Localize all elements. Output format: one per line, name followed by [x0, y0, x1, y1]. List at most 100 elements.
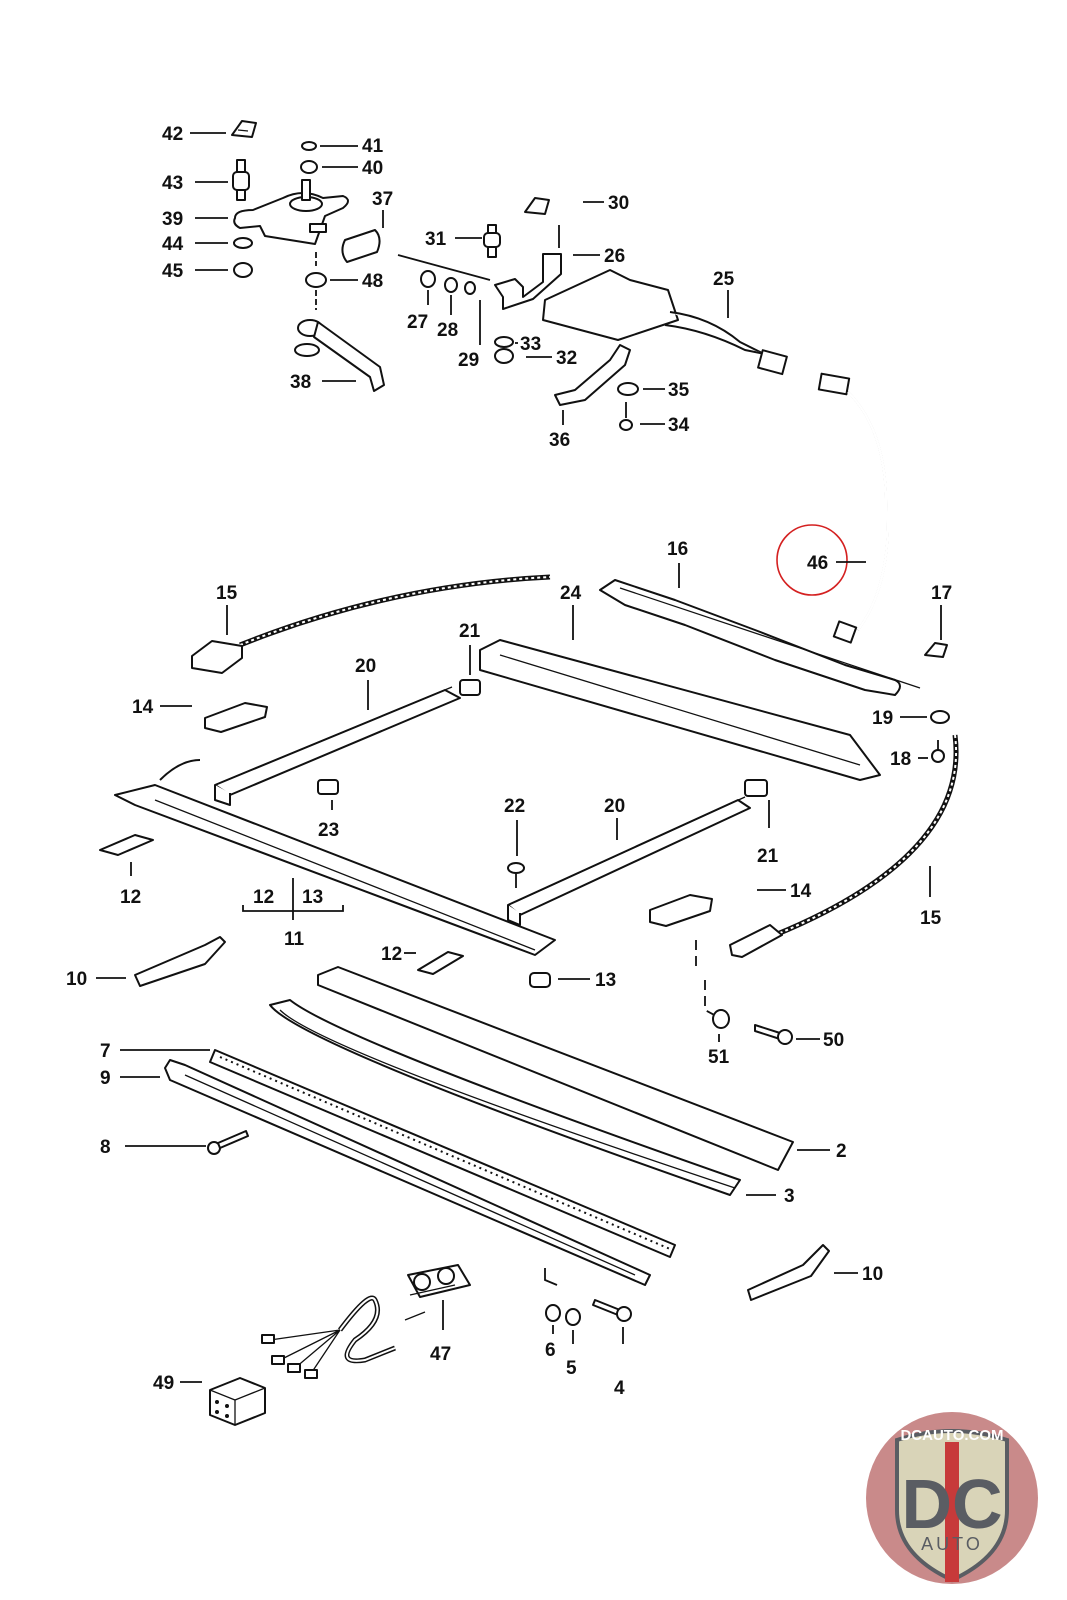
part-16-cable-guide [599, 579, 921, 696]
dcauto-watermark-logo: DCAUTO.COM DC AUTO [852, 1410, 1052, 1586]
highlight-circle [776, 524, 848, 596]
callout-14: 14 [132, 697, 154, 718]
callout-19: 19 [872, 708, 893, 729]
part-25-control-unit [542, 269, 788, 376]
callout-17: 17 [931, 583, 952, 604]
callout-46: 46 [807, 553, 828, 574]
part-34-bracket [554, 344, 631, 406]
part-20-rail-a [214, 686, 461, 806]
part-13-slider [529, 972, 551, 988]
callout-31: 31 [425, 229, 447, 250]
part-47-harness [261, 1295, 396, 1379]
callout-7: 7 [100, 1041, 111, 1062]
part-45-nut [233, 262, 253, 278]
callout-43: 43 [162, 173, 183, 194]
part-47-switch [404, 1264, 471, 1321]
part-30-clip [524, 197, 550, 215]
callout-22: 22 [504, 796, 525, 817]
callout-8: 3 [784, 1186, 795, 1207]
part-2-panel [164, 1059, 651, 1286]
part-40-nut [300, 160, 318, 174]
callout-26: 26 [604, 246, 625, 267]
part-8-seal [269, 999, 741, 1196]
part-44-washer [233, 237, 253, 249]
callout-11: 11 [284, 929, 305, 950]
part-15-cable-left [191, 574, 551, 674]
part-12-guide-a [99, 834, 154, 856]
callout-28: 28 [437, 320, 458, 341]
callout-37: 37 [372, 189, 393, 210]
part-51-washer [712, 1009, 730, 1029]
callout-21-b: 21 [757, 846, 779, 867]
part-18-screw [931, 740, 945, 763]
part-33-washer [494, 336, 514, 348]
part-36-washer [617, 382, 639, 396]
part-24-wind-deflector [479, 639, 881, 781]
part-7-felt-strip [209, 1049, 676, 1258]
part-6-lockwasher [545, 1304, 561, 1322]
part-31-stud [483, 224, 501, 258]
callout-34: 36 [549, 430, 570, 451]
part-4-bolt [592, 1299, 632, 1322]
part-10-link-b [747, 1244, 830, 1301]
part-49-connector [209, 1377, 266, 1426]
callout-3: 8 [100, 1137, 111, 1158]
part-14-lift-a [204, 702, 268, 733]
callout-35: 34 [668, 415, 690, 436]
callout-45: 45 [162, 261, 184, 282]
callout-18: 18 [890, 749, 911, 770]
logo-top-text: DCAUTO.COM [900, 1427, 1003, 1444]
part-5-washer [565, 1308, 581, 1326]
part-15-cable-right [729, 734, 959, 958]
callout-10: 10 [66, 969, 87, 990]
callout-4: 4 [614, 1378, 625, 1399]
callout-40: 40 [362, 158, 383, 179]
callout-33: 33 [520, 334, 541, 355]
callout-15-b: 15 [920, 908, 942, 929]
callout-32: 32 [556, 348, 577, 369]
part-39-motor [233, 179, 349, 245]
part-28-washer [444, 277, 458, 293]
part-27-nut [420, 270, 436, 288]
callout-38: 38 [290, 372, 311, 393]
callout-25: 25 [713, 269, 735, 290]
callout-30: 30 [608, 193, 629, 214]
callout-16: 16 [667, 539, 688, 560]
part-41-circlip [301, 141, 317, 151]
callout-49: 49 [153, 1373, 174, 1394]
callout-23: 23 [318, 820, 339, 841]
part-12-guide-c [417, 951, 464, 975]
callout-48: 48 [362, 271, 383, 292]
part-50-screw [754, 1024, 793, 1045]
callout-27: 27 [407, 312, 428, 333]
part-26-bracket [494, 253, 562, 310]
part-21-slider-b [744, 779, 768, 797]
callout-13-b: 13 [595, 970, 616, 991]
callout-42: 42 [162, 124, 183, 145]
callout-50: 50 [823, 1030, 844, 1051]
callout-14-b: 14 [790, 881, 812, 902]
callout-29: 29 [458, 350, 479, 371]
part-11-front-frame [114, 759, 556, 956]
part-17-clip [924, 642, 948, 658]
callout-12-c: 12 [381, 944, 402, 965]
callout-41: 41 [362, 136, 384, 157]
part-22-screw [507, 862, 525, 888]
callout-47: 47 [430, 1344, 451, 1365]
part-23-slider [317, 779, 339, 795]
callout-10-b: 10 [862, 1264, 883, 1285]
callout-12-b: 12 [253, 887, 274, 908]
callout-39: 39 [162, 209, 183, 230]
part-48-nut [305, 272, 327, 288]
callout-24: 24 [560, 583, 582, 604]
logo-sub-text: AUTO [921, 1534, 983, 1554]
part-20-rail-b [507, 796, 751, 926]
callout-2: 9 [100, 1068, 111, 1089]
part-29-washer [464, 281, 476, 295]
callout-44: 44 [162, 234, 184, 255]
callout-5: 5 [566, 1358, 577, 1379]
callout-51: 51 [708, 1047, 730, 1068]
part-21-slider-a [459, 679, 481, 696]
logo-stripe [945, 1442, 959, 1582]
